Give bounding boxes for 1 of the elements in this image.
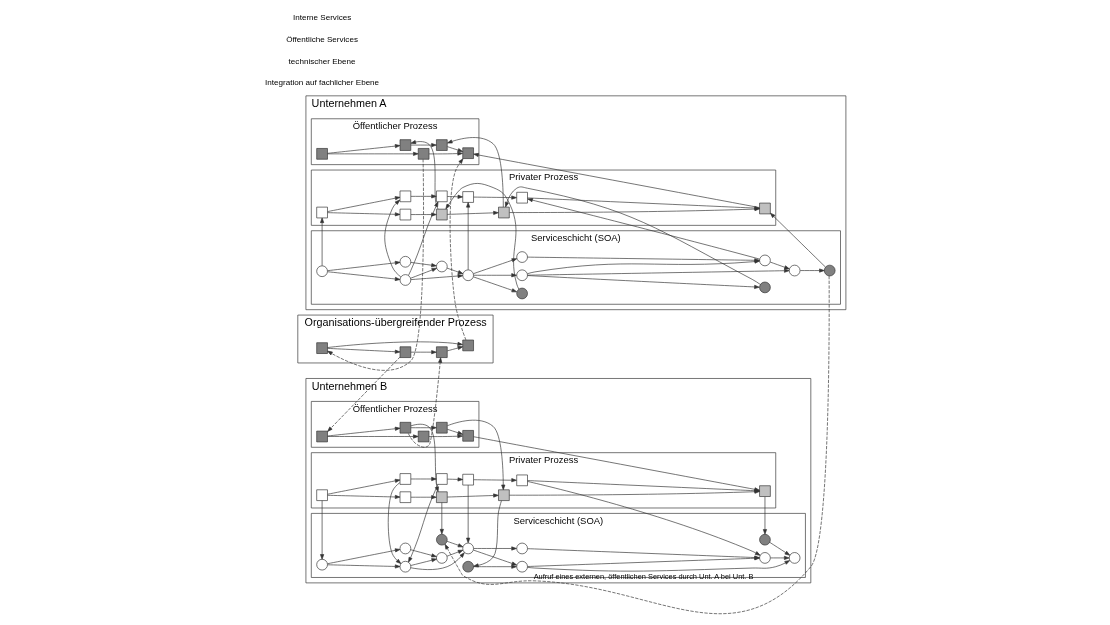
edge-label: Aufruf eines externen, öffentlichen Services durch Unt. A bei Unt. B [533,571,753,581]
